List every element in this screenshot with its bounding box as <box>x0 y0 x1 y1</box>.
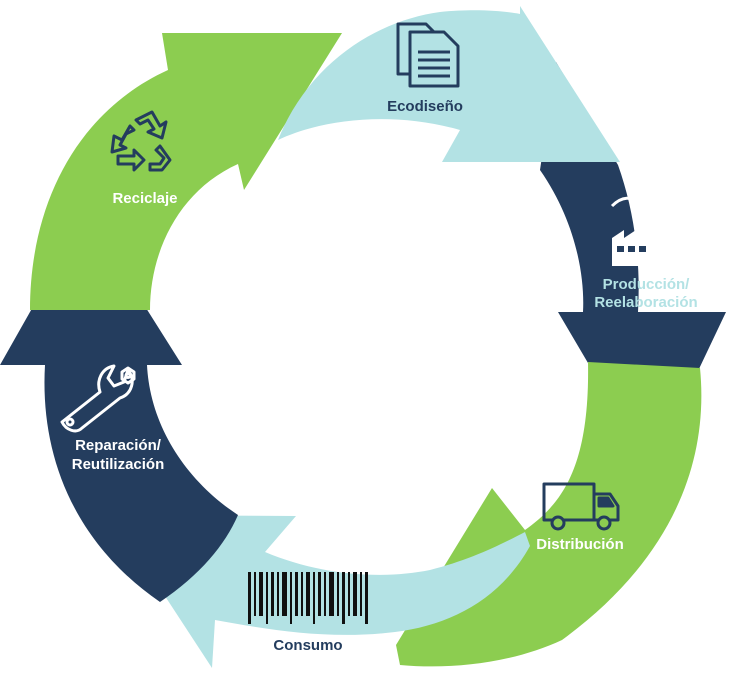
documents-icon <box>396 22 460 88</box>
stage-label-ecodiseno: Ecodiseño <box>387 98 463 115</box>
wrench-icon <box>60 364 136 433</box>
stage-label-reparacion-line-2: Reutilización <box>72 456 165 473</box>
stage-label-produccion-line-1: Producción/ <box>603 276 691 293</box>
stage-label-reparacion-line-1: Reparación/ <box>75 437 162 454</box>
delivery-truck-icon <box>542 482 620 531</box>
factory-icon <box>610 196 664 266</box>
stage-label-distribucion: Distribución <box>536 536 624 553</box>
barcode-icon <box>248 572 368 624</box>
stage-label-consumo: Consumo <box>273 637 342 654</box>
segment-reciclaje-arrow <box>30 33 342 310</box>
segment-reparacion-arrow <box>0 213 238 602</box>
stage-label-produccion-line-2: Reelaboración <box>594 294 697 311</box>
stage-label-reciclaje: Reciclaje <box>112 190 177 207</box>
recycle-icon <box>110 110 172 172</box>
